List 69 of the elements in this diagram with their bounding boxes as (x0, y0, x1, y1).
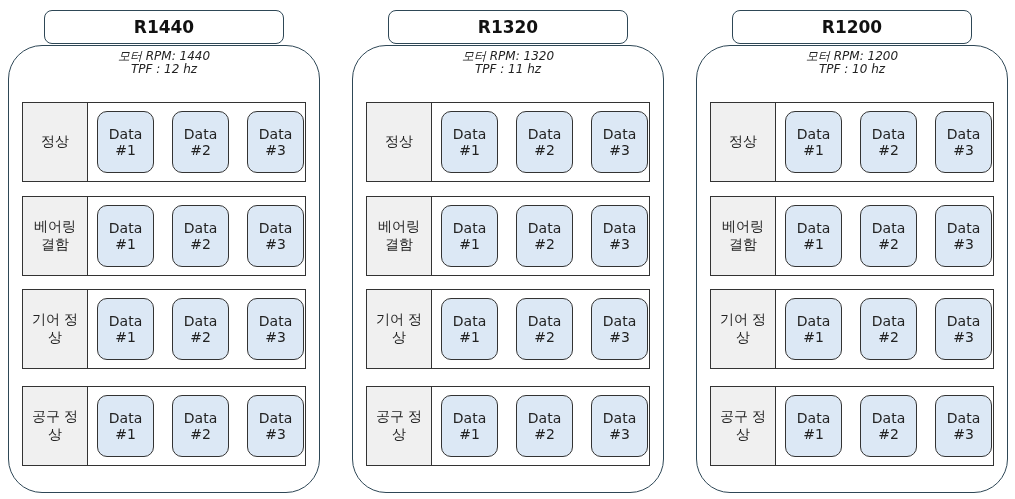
row-label: 베어링 결함 (23, 197, 88, 275)
data-box: Data #1 (97, 298, 154, 360)
subtitle-text: 모터 RPM: 1440 (116, 48, 212, 63)
data-box: Data #2 (860, 111, 917, 173)
data-box: Data #1 (97, 111, 154, 173)
data-box: Data #2 (860, 205, 917, 267)
category-row (22, 102, 306, 182)
title-tab: R1200 (732, 10, 972, 44)
data-box: Data #3 (591, 395, 648, 457)
data-box: Data #3 (591, 111, 648, 173)
subtitle-text: TPF : 10 hz (817, 62, 887, 76)
subtitle-text: TPF : 11 hz (473, 62, 543, 76)
row-label: 정상 (367, 103, 432, 181)
data-box: Data #2 (172, 111, 229, 173)
category-row (22, 386, 306, 466)
category-row (710, 196, 994, 276)
data-box: Data #3 (247, 111, 304, 173)
data-box: Data #3 (247, 395, 304, 457)
category-row (22, 196, 306, 276)
category-row (710, 386, 994, 466)
data-box: Data #3 (591, 298, 648, 360)
row-label: 정상 (23, 103, 88, 181)
data-box: Data #1 (97, 205, 154, 267)
subtitle-text: 모터 RPM: 1320 (460, 48, 556, 63)
data-box: Data #1 (441, 205, 498, 267)
row-label: 기어 정상 (711, 290, 776, 368)
category-row (710, 102, 994, 182)
data-box: Data #3 (935, 205, 992, 267)
data-box: Data #2 (860, 298, 917, 360)
data-box: Data #1 (441, 395, 498, 457)
data-box: Data #3 (247, 298, 304, 360)
row-label: 기어 정상 (23, 290, 88, 368)
row-label: 공구 정상 (23, 387, 88, 465)
data-box: Data #1 (785, 111, 842, 173)
data-box: Data #3 (935, 298, 992, 360)
data-box: Data #2 (516, 298, 573, 360)
data-box: Data #2 (516, 111, 573, 173)
subtitle-text: 모터 RPM: 1200 (804, 48, 900, 63)
title-tab: R1320 (388, 10, 628, 44)
category-row (710, 289, 994, 369)
category-row (366, 102, 650, 182)
data-box: Data #1 (785, 205, 842, 267)
row-label: 기어 정상 (367, 290, 432, 368)
data-box: Data #1 (785, 395, 842, 457)
category-row (22, 289, 306, 369)
category-row (366, 289, 650, 369)
data-box: Data #2 (860, 395, 917, 457)
category-row (366, 386, 650, 466)
title-tab: R1440 (44, 10, 284, 44)
data-box: Data #3 (591, 205, 648, 267)
data-box: Data #2 (516, 205, 573, 267)
row-label: 공구 정상 (711, 387, 776, 465)
data-box: Data #2 (172, 205, 229, 267)
data-box: Data #2 (172, 395, 229, 457)
data-box: Data #3 (935, 395, 992, 457)
subtitle-text: TPF : 12 hz (129, 62, 199, 76)
data-box: Data #1 (785, 298, 842, 360)
data-box: Data #3 (935, 111, 992, 173)
row-label: 베어링 결함 (367, 197, 432, 275)
row-label: 공구 정상 (367, 387, 432, 465)
category-row (366, 196, 650, 276)
row-label: 베어링 결함 (711, 197, 776, 275)
data-box: Data #2 (172, 298, 229, 360)
row-label: 정상 (711, 103, 776, 181)
data-box: Data #1 (97, 395, 154, 457)
data-box: Data #2 (516, 395, 573, 457)
data-box: Data #3 (247, 205, 304, 267)
data-box: Data #1 (441, 298, 498, 360)
data-box: Data #1 (441, 111, 498, 173)
